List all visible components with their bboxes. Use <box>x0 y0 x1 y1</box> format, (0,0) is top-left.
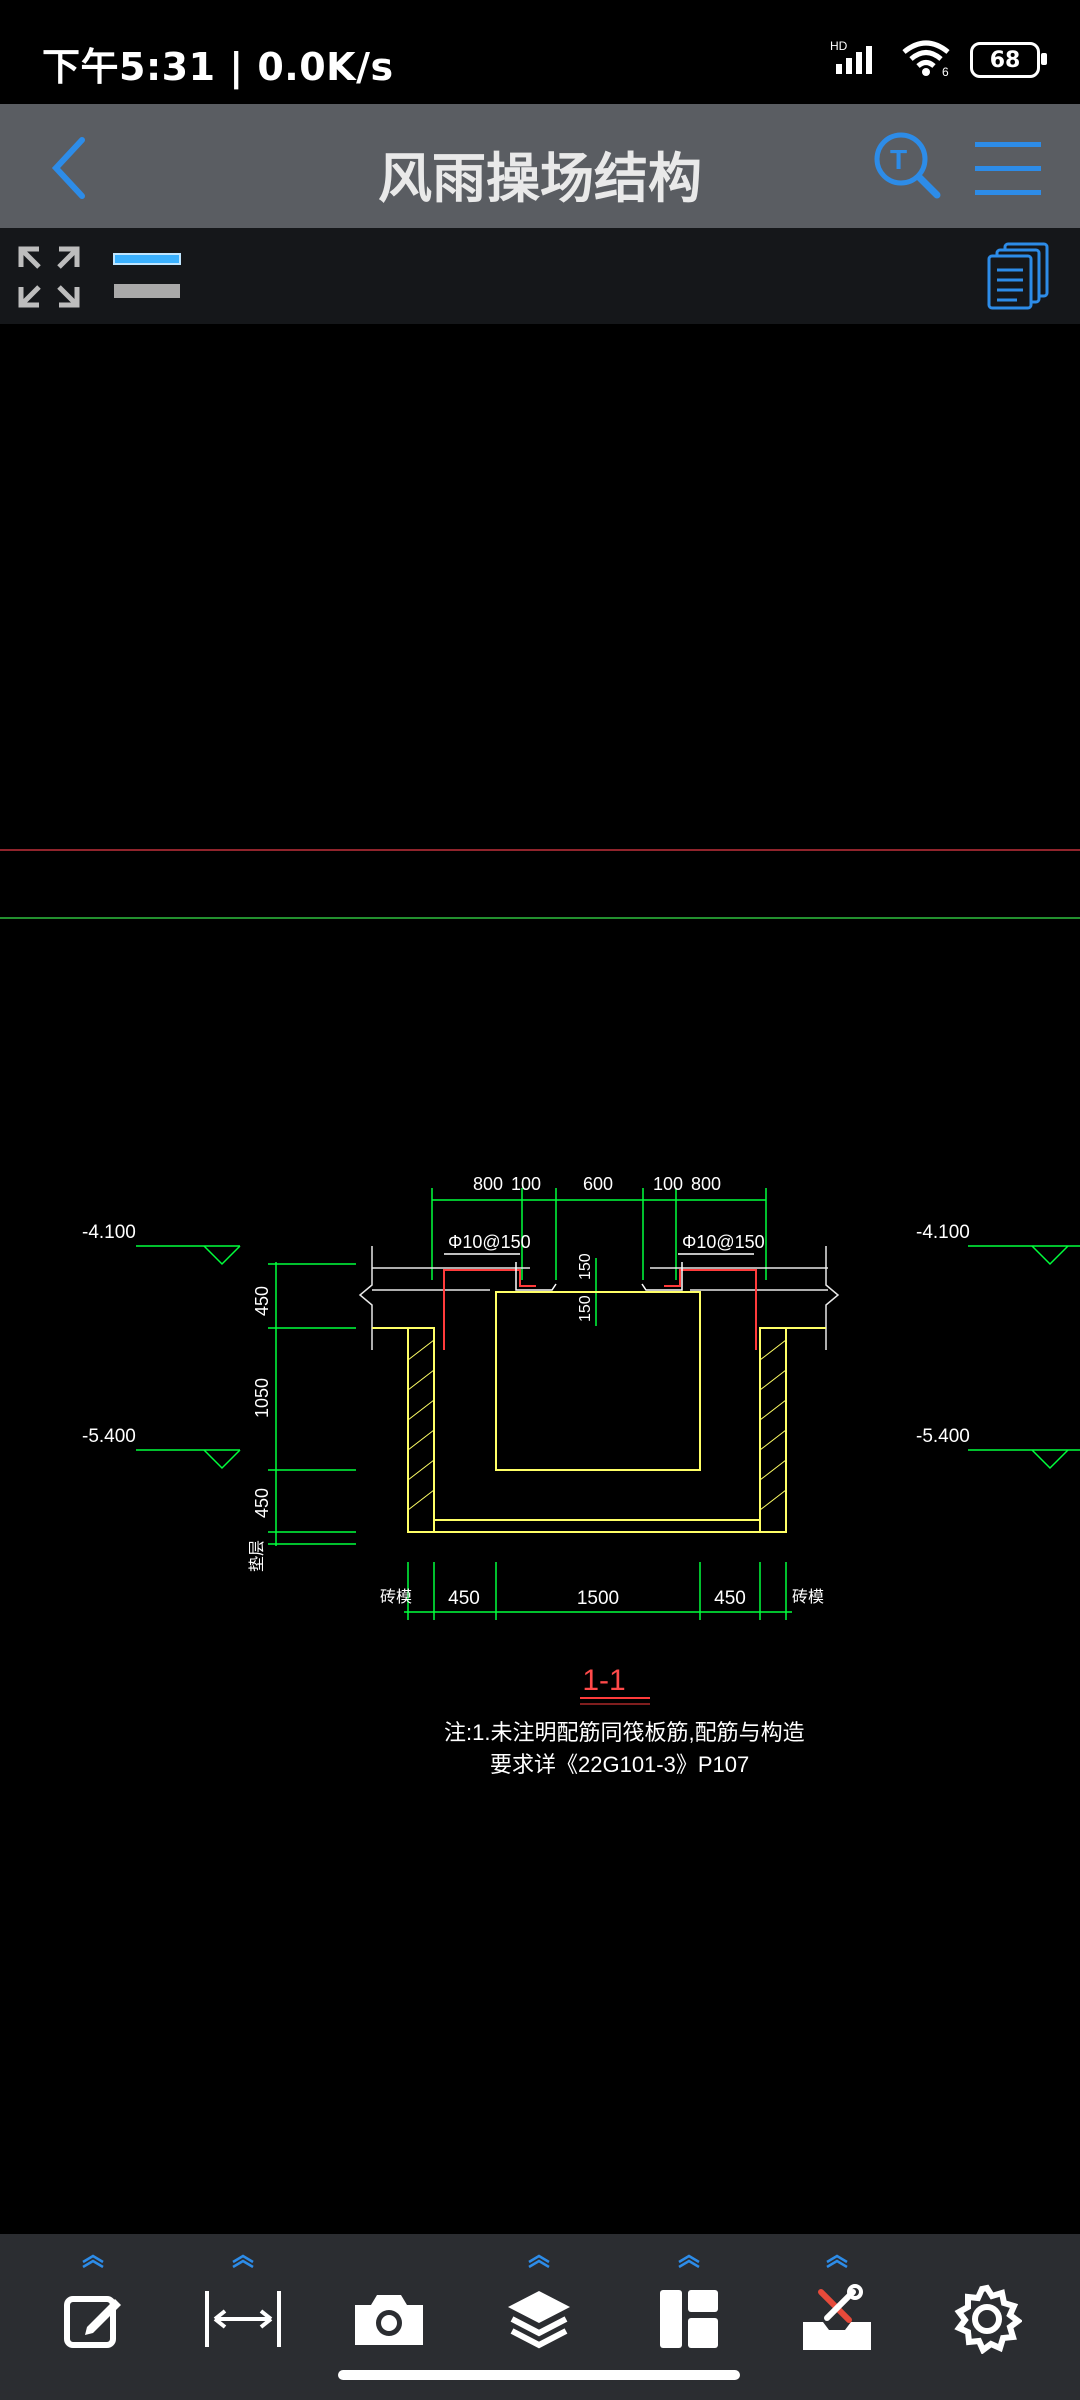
view-toolbar <box>0 228 1080 324</box>
menu-button[interactable] <box>968 128 1048 208</box>
rebar-white <box>515 1262 683 1291</box>
page-title: 风雨操场结构 <box>378 147 702 210</box>
rebar-label-right: Φ10@150 <box>682 1232 765 1252</box>
dim-top-5: 800 <box>691 1174 721 1194</box>
expand-chevron-icon <box>232 2254 254 2268</box>
layers-button[interactable] <box>484 2254 594 2374</box>
battery-icon: 68 <box>970 42 1047 78</box>
left-note: 垫层 <box>248 1540 266 1572</box>
dim-bottom-1: 450 <box>448 1588 480 1609</box>
dim-v-150b: 150 <box>577 1295 594 1322</box>
hd-label: HD <box>830 39 848 53</box>
home-indicator[interactable] <box>338 2370 740 2380</box>
trench-outline <box>372 1291 826 1533</box>
dim-top-3: 600 <box>583 1174 613 1194</box>
measure-icon <box>205 2291 281 2347</box>
status-bar: 下午5:31 | 0.0K/s HD 6 68 <box>0 0 1080 104</box>
section-label: 1-1 <box>582 1664 625 1697</box>
dim-bottom-2: 1500 <box>577 1588 619 1609</box>
line-weight-icon <box>113 253 181 298</box>
wifi-icon: 6 <box>900 38 952 82</box>
expand-chevron-icon <box>826 2254 848 2268</box>
settings-button[interactable] <box>932 2264 1042 2374</box>
chevron-left-icon <box>51 137 85 199</box>
toolbox-icon <box>803 2284 871 2350</box>
markup-button[interactable] <box>38 2254 148 2374</box>
dim-top-4: 100 <box>653 1174 683 1194</box>
left-dimension-lines <box>268 1262 356 1546</box>
expand-chevron-icon <box>528 2254 550 2268</box>
note-line-2: 要求详《22G101-3》P107 <box>490 1752 749 1777</box>
status-icons: HD 6 68 <box>830 38 1047 82</box>
expand-chevron-icon <box>678 2254 700 2268</box>
battery-level: 68 <box>989 47 1021 73</box>
toolbox-button[interactable] <box>782 2254 892 2374</box>
status-time-speed: 下午5:31 | 0.0K/s <box>42 45 394 89</box>
elevation-markers <box>136 1245 1080 1470</box>
dim-left-3: 450 <box>252 1488 272 1518</box>
settings-gear-icon <box>954 2284 1022 2354</box>
text-search-icon: T <box>874 132 941 199</box>
bottom-dimension-lines <box>404 1562 792 1620</box>
layout-icon <box>660 2290 718 2348</box>
line-weight-button[interactable] <box>112 244 182 308</box>
back-button[interactable] <box>28 128 108 208</box>
dim-left-1: 450 <box>252 1286 272 1316</box>
hatching <box>407 1339 787 1511</box>
expand-arrows-icon <box>18 246 80 308</box>
drawing-canvas[interactable]: 800 100 600 100 800 Φ10@150 Φ10@150 150 … <box>0 324 1080 2234</box>
fullscreen-button[interactable] <box>14 242 84 312</box>
rebar-label-left: Φ10@150 <box>448 1232 531 1252</box>
slab-outline <box>358 1246 840 1350</box>
dim-v-150a: 150 <box>577 1253 594 1280</box>
cad-drawing[interactable]: 800 100 600 100 800 Φ10@150 Φ10@150 150 … <box>0 324 1080 2234</box>
layouts-button[interactable] <box>984 240 1054 314</box>
title-bar: 风雨操场结构 T <box>0 104 1080 228</box>
bottom-left-label: 砖模 <box>380 1588 412 1606</box>
rebar-red <box>443 1269 757 1350</box>
dim-top-1: 800 <box>473 1174 503 1194</box>
bottom-right-label: 砖模 <box>792 1588 824 1606</box>
markup-edit-icon <box>64 2296 121 2348</box>
camera-button[interactable] <box>334 2264 444 2374</box>
dim-top-2: 100 <box>511 1174 541 1194</box>
wifi-label: 6 <box>942 65 949 78</box>
layout-button[interactable] <box>634 2254 744 2374</box>
dim-left-2: 1050 <box>252 1378 272 1418</box>
top-dimension-lines <box>431 1188 767 1280</box>
layers-icon <box>508 2291 570 2349</box>
elevation-right-bottom: -5.400 <box>916 1426 970 1447</box>
camera-icon <box>355 2295 423 2345</box>
svg-text:T: T <box>890 144 907 175</box>
elevation-left-top: -4.100 <box>82 1222 136 1243</box>
signal-icon: HD <box>830 38 882 82</box>
elevation-left-bottom: -5.400 <box>82 1426 136 1447</box>
elevation-right-top: -4.100 <box>916 1222 970 1243</box>
text-search-button[interactable]: T <box>868 126 948 206</box>
expand-chevron-icon <box>82 2254 104 2268</box>
hamburger-menu-icon <box>975 142 1041 195</box>
layouts-stack-icon <box>987 242 1049 310</box>
dim-bottom-3: 450 <box>714 1588 746 1609</box>
measure-button[interactable] <box>188 2254 298 2374</box>
note-line-1: 注:1.未注明配筋同筏板筋,配筋与构造 <box>444 1720 805 1745</box>
